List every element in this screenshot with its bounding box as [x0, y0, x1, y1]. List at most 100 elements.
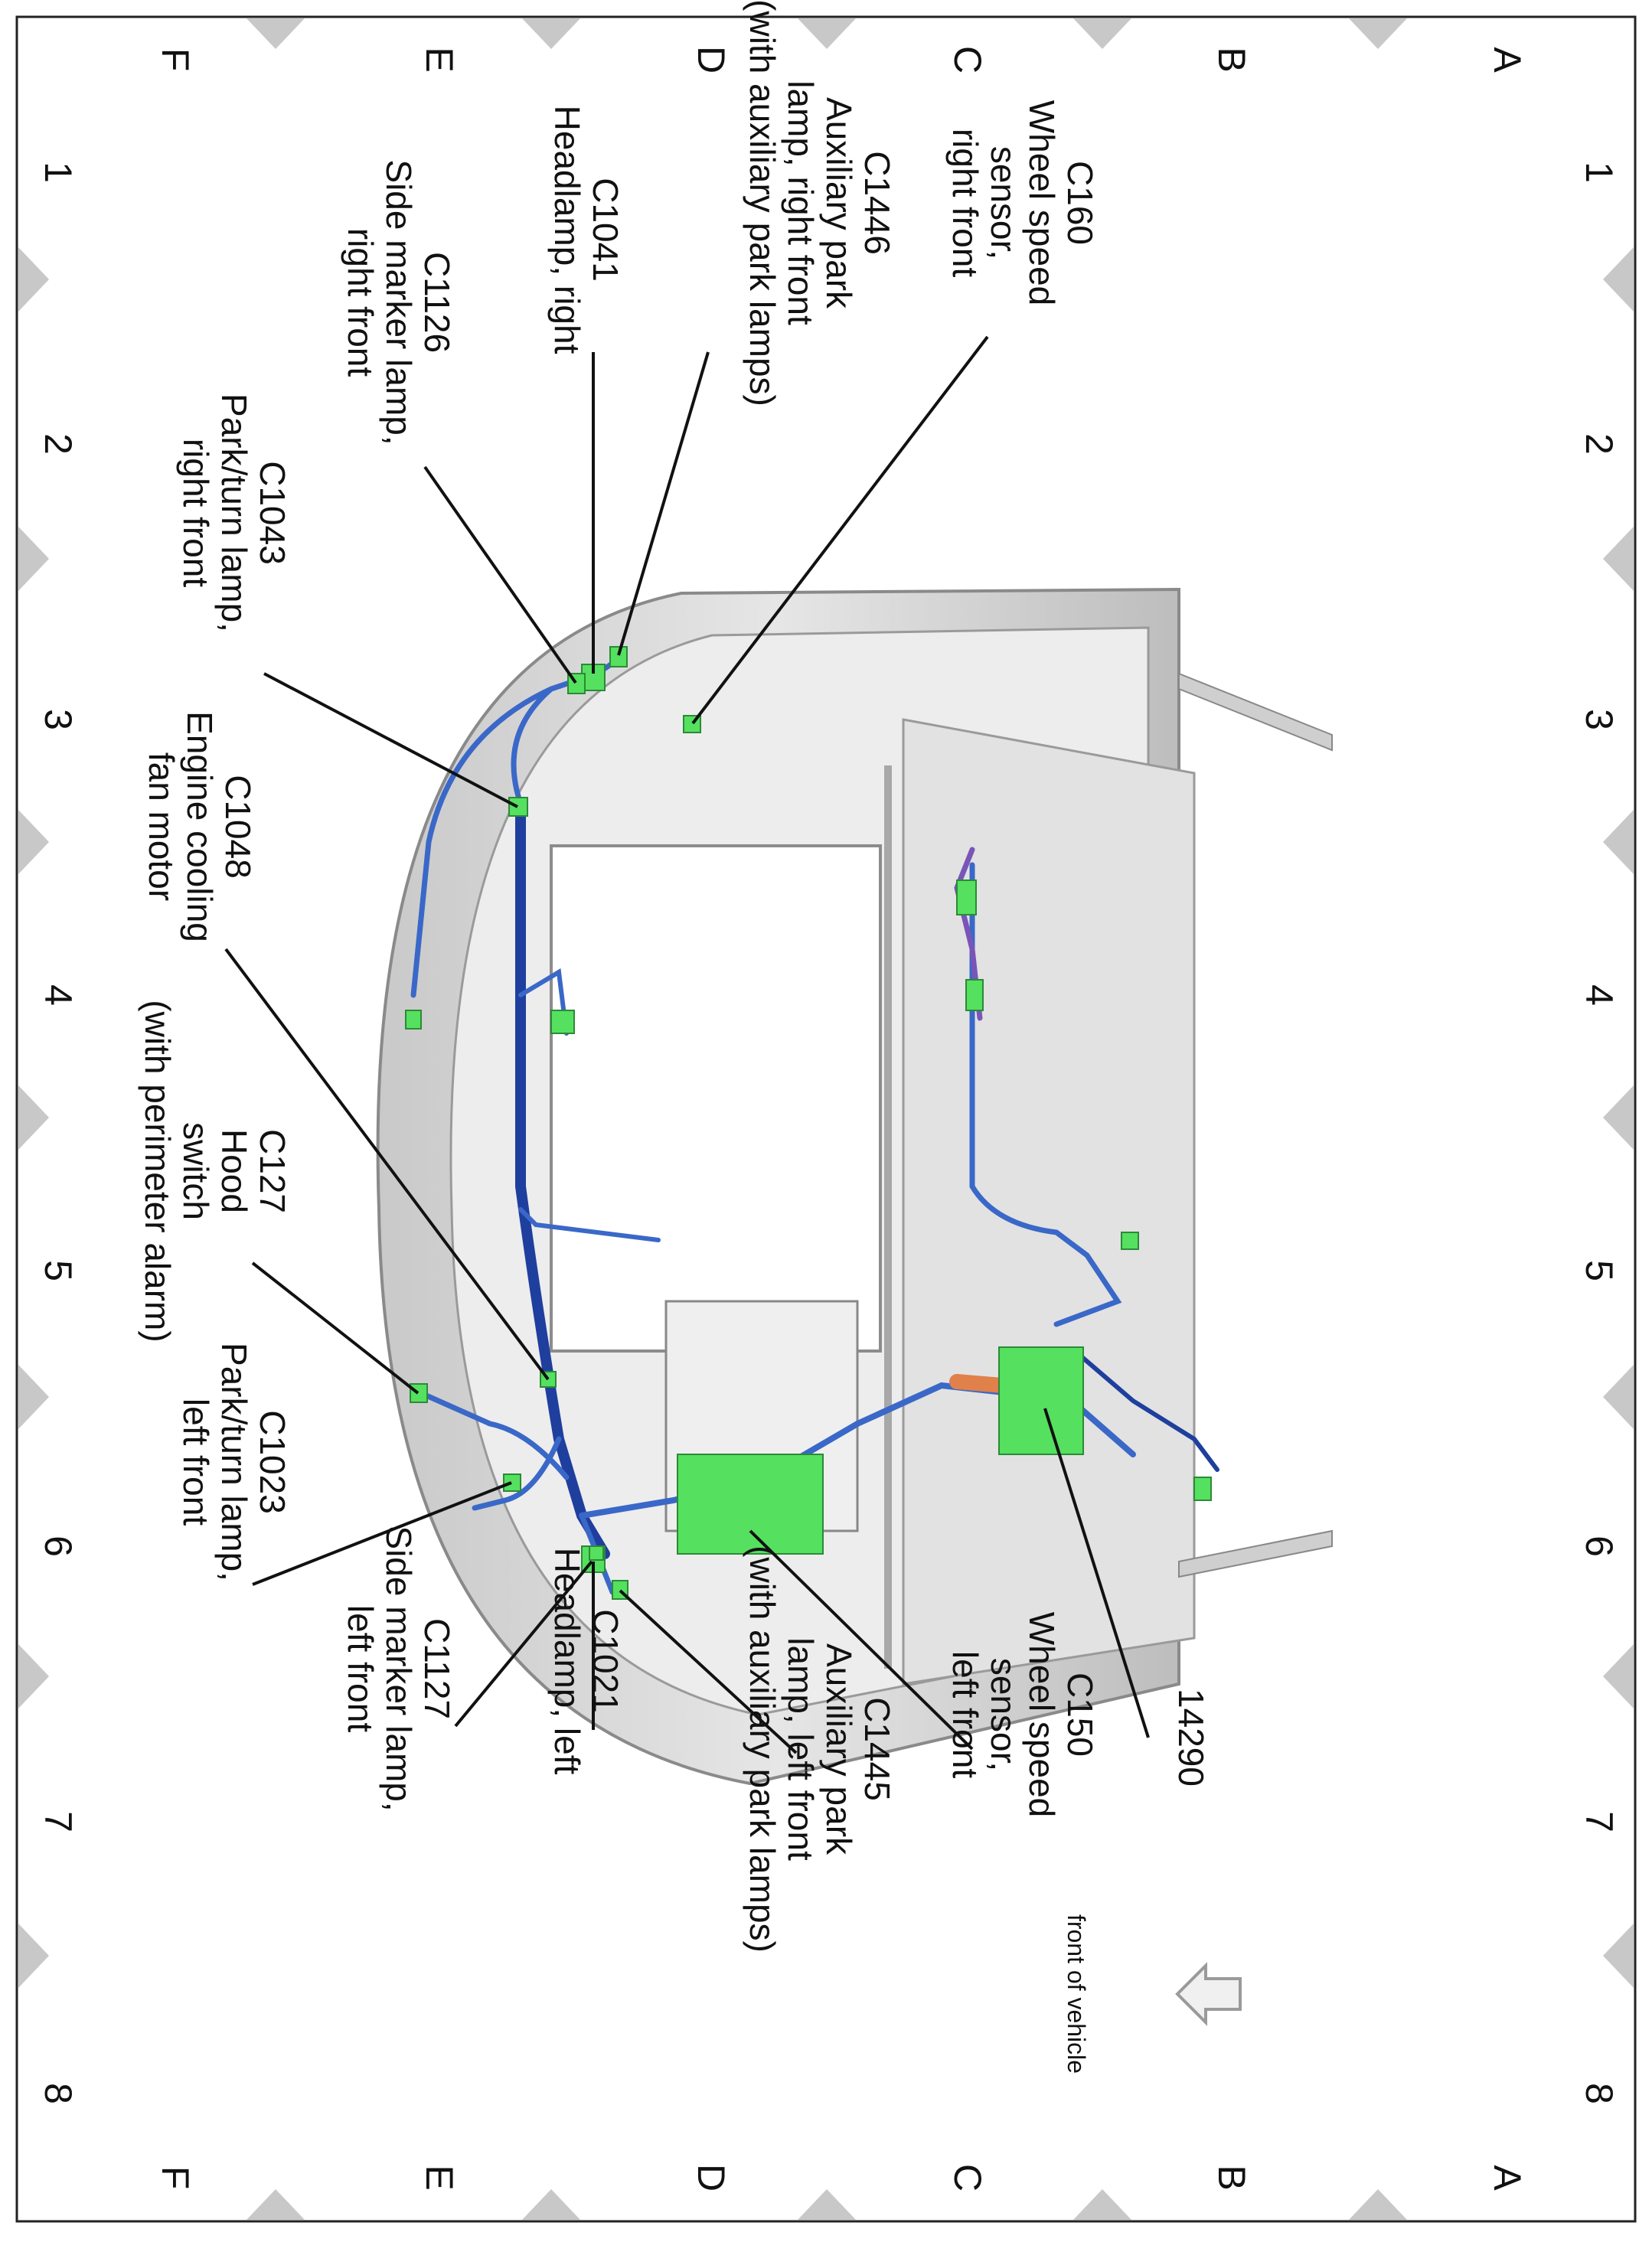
- row-marker-bottom-1: [522, 2189, 580, 2220]
- row-label-b-top: B: [1210, 47, 1253, 72]
- callout-c1041-line-1: Headlamp, right: [547, 106, 587, 354]
- arrow-left-icon: [1175, 1962, 1242, 2026]
- callout-c1127-code: C1127: [417, 1618, 457, 1719]
- callout-c1127-line-1: Side marker lamp,: [379, 1526, 419, 1811]
- row-marker-bottom-0: [246, 2189, 305, 2220]
- column-label-6-right: 6: [1578, 1535, 1621, 1557]
- row-label-f-bottom: F: [154, 2166, 197, 2190]
- col-marker-left-1: [18, 527, 49, 591]
- connector-n14290: [998, 1346, 1084, 1455]
- leader-c1446: [617, 351, 710, 656]
- front-of-vehicle-label: front of vehicle: [1063, 1914, 1090, 2074]
- row-marker-top-2: [798, 18, 856, 49]
- callout-c150-line-3: left front: [945, 1651, 985, 1778]
- callout-c1023-line-2: left front: [176, 1398, 216, 1526]
- callout-c1043-line-2: right front: [176, 439, 216, 588]
- callout-c1445-line-1: Auxiliary park: [819, 1643, 859, 1855]
- connector-extra-5: [550, 1010, 575, 1034]
- callout-c127-line-1: Hood: [214, 1129, 254, 1213]
- callout-c1023-line-1: Park/turn lamp,: [214, 1343, 254, 1581]
- callout-c150-line-2: sensor,: [984, 1658, 1024, 1771]
- col-marker-left-4: [18, 1365, 49, 1429]
- frame-rail-lower: [1178, 1529, 1333, 1578]
- row-marker-top-3: [1073, 18, 1131, 49]
- connector-c1021: [589, 1545, 604, 1561]
- callout-c160-line-3: right front: [945, 129, 985, 278]
- leader-c1127: [454, 1560, 593, 1728]
- column-label-7-right: 7: [1578, 1811, 1621, 1832]
- callout-c1126-code: C1126: [417, 252, 457, 353]
- column-label-6-left: 6: [37, 1535, 80, 1557]
- column-label-3-left: 3: [37, 709, 80, 730]
- callout-c1043-line-1: Park/turn lamp,: [214, 393, 254, 632]
- callout-c127-line-2: switch: [176, 1122, 216, 1220]
- leader-n14290: [1043, 1408, 1150, 1738]
- callout-c1048-line-2: fan motor: [142, 752, 181, 901]
- leader-c1043: [263, 672, 518, 808]
- connector-c1446: [609, 646, 628, 667]
- leader-c150: [749, 1529, 974, 1751]
- callout-c1446-line-2: lamp, right front: [781, 80, 821, 325]
- row-label-a-bottom: A: [1486, 2165, 1529, 2191]
- row-marker-bottom-2: [798, 2189, 856, 2220]
- callout-c1127-line-2: left front: [341, 1605, 380, 1732]
- callout-c1126-line-1: Side marker lamp,: [379, 159, 419, 445]
- callout-c160-line-2: sensor,: [984, 146, 1024, 259]
- callout-c1021-line-1: Headlamp, left: [547, 1548, 587, 1775]
- row-label-b-bottom: B: [1210, 2165, 1253, 2190]
- callout-c1043-code: C1043: [253, 461, 292, 565]
- row-label-d-bottom: D: [690, 2164, 733, 2191]
- callout-c1445-code: C1445: [857, 1697, 897, 1801]
- callout-c1041-code: C1041: [586, 178, 625, 282]
- callout-c1126-line-2: right front: [341, 228, 380, 377]
- connector-c150: [677, 1454, 824, 1555]
- connector-extra-4: [1121, 1232, 1139, 1250]
- harness-right-branch: [410, 655, 623, 998]
- callout-c1023-code: C1023: [253, 1410, 292, 1514]
- callout-n14290-code: 14290: [1171, 1689, 1211, 1787]
- column-label-8-right: 8: [1578, 2083, 1621, 2104]
- row-marker-bottom-4: [1349, 2189, 1407, 2220]
- diagram-frame: [15, 15, 1637, 2223]
- leader-c1126: [423, 465, 577, 684]
- row-label-d-top: D: [690, 46, 733, 73]
- col-marker-right-3: [1603, 1085, 1634, 1150]
- callout-c127-code: C127: [253, 1129, 292, 1213]
- connector-c127: [410, 1383, 428, 1403]
- column-label-1-left: 1: [37, 162, 80, 183]
- column-label-4-right: 4: [1578, 984, 1621, 1006]
- col-marker-left-0: [18, 247, 49, 312]
- connector-c1043: [508, 797, 528, 817]
- col-marker-right-5: [1603, 1644, 1634, 1708]
- column-label-5-right: 5: [1578, 1260, 1621, 1281]
- radiator-opening: [550, 844, 882, 1353]
- leader-c1048: [224, 948, 550, 1381]
- row-marker-top-0: [246, 18, 305, 49]
- callout-c150-code: C150: [1060, 1673, 1100, 1757]
- leader-c1445: [619, 1589, 798, 1754]
- frame-rail-upper: [1178, 672, 1333, 752]
- row-marker-top-1: [522, 18, 580, 49]
- leader-lines: [224, 335, 1150, 1754]
- callout-c1048-line-1: Engine cooling: [180, 711, 220, 942]
- connector-extra-1: [956, 880, 977, 915]
- callout-c127-line-3: (with perimeter alarm): [138, 1000, 178, 1342]
- col-marker-left-3: [18, 1085, 49, 1150]
- row-label-c-top: C: [946, 46, 989, 73]
- row-marker-bottom-3: [1073, 2189, 1131, 2220]
- front-indicator: front of vehicle: [1063, 1914, 1242, 2074]
- col-marker-left-2: [18, 810, 49, 874]
- connectors: [405, 646, 1212, 1600]
